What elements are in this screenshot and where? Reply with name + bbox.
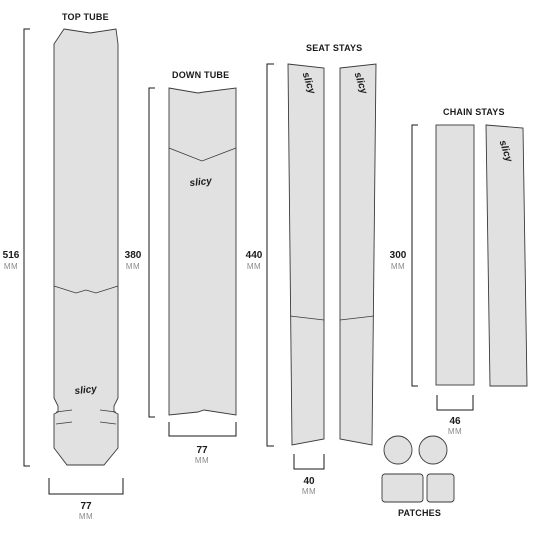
seat-stays-title: SEAT STAYS xyxy=(306,43,363,53)
top-tube-piece: slicy xyxy=(53,28,119,466)
round-patch-right xyxy=(418,435,448,465)
down-tube-length-unit: MM xyxy=(125,262,141,271)
top-tube-length-bracket xyxy=(23,28,30,467)
down-tube-width-value: 77 xyxy=(196,445,208,456)
seat-stays-length-unit: MM xyxy=(246,262,262,271)
top-tube-title: TOP TUBE xyxy=(62,12,109,22)
rect-patch-large xyxy=(381,473,424,503)
chain-stays-length-unit: MM xyxy=(390,262,406,271)
seat-stays-width-unit: MM xyxy=(301,487,317,496)
down-tube-logo: slicy xyxy=(189,176,213,189)
seat-stays-length-value: 440 xyxy=(245,250,263,261)
chain-stays-title: CHAIN STAYS xyxy=(443,107,505,117)
seat-stays-width-bracket xyxy=(293,454,325,470)
top-tube-width-value: 77 xyxy=(80,501,92,512)
chain-stays-width-unit: MM xyxy=(447,427,463,436)
top-tube-logo: slicy xyxy=(74,384,98,397)
rect-patch-small xyxy=(426,473,455,503)
seat-stay-right-piece: slicy xyxy=(339,63,377,446)
seat-stays-length-bracket xyxy=(266,63,274,447)
down-tube-width-unit: MM xyxy=(194,456,210,465)
chain-stays-width-bracket xyxy=(436,395,474,411)
round-patch-left xyxy=(383,435,413,465)
patches-title: PATCHES xyxy=(398,508,442,518)
down-tube-title: DOWN TUBE xyxy=(172,70,230,80)
top-tube-length-unit: MM xyxy=(3,262,19,271)
chain-stays-length-value: 300 xyxy=(389,250,407,261)
chain-stays-width-value: 46 xyxy=(449,416,461,427)
down-tube-length-bracket xyxy=(148,87,155,418)
top-tube-width-unit: MM xyxy=(78,512,94,521)
patches-pieces xyxy=(381,435,455,503)
down-tube-piece: slicy xyxy=(168,87,237,416)
chain-stay-right-piece: slicy xyxy=(485,124,528,387)
chain-stay-left-piece xyxy=(435,124,475,386)
top-tube-width-bracket xyxy=(48,478,124,495)
down-tube-width-bracket xyxy=(168,422,237,437)
down-tube-length-value: 380 xyxy=(124,250,142,261)
seat-stays-width-value: 40 xyxy=(303,476,315,487)
seat-stay-left-piece: slicy xyxy=(287,63,325,446)
top-tube-length-value: 516 xyxy=(2,250,20,261)
chain-stays-length-bracket xyxy=(411,124,418,387)
